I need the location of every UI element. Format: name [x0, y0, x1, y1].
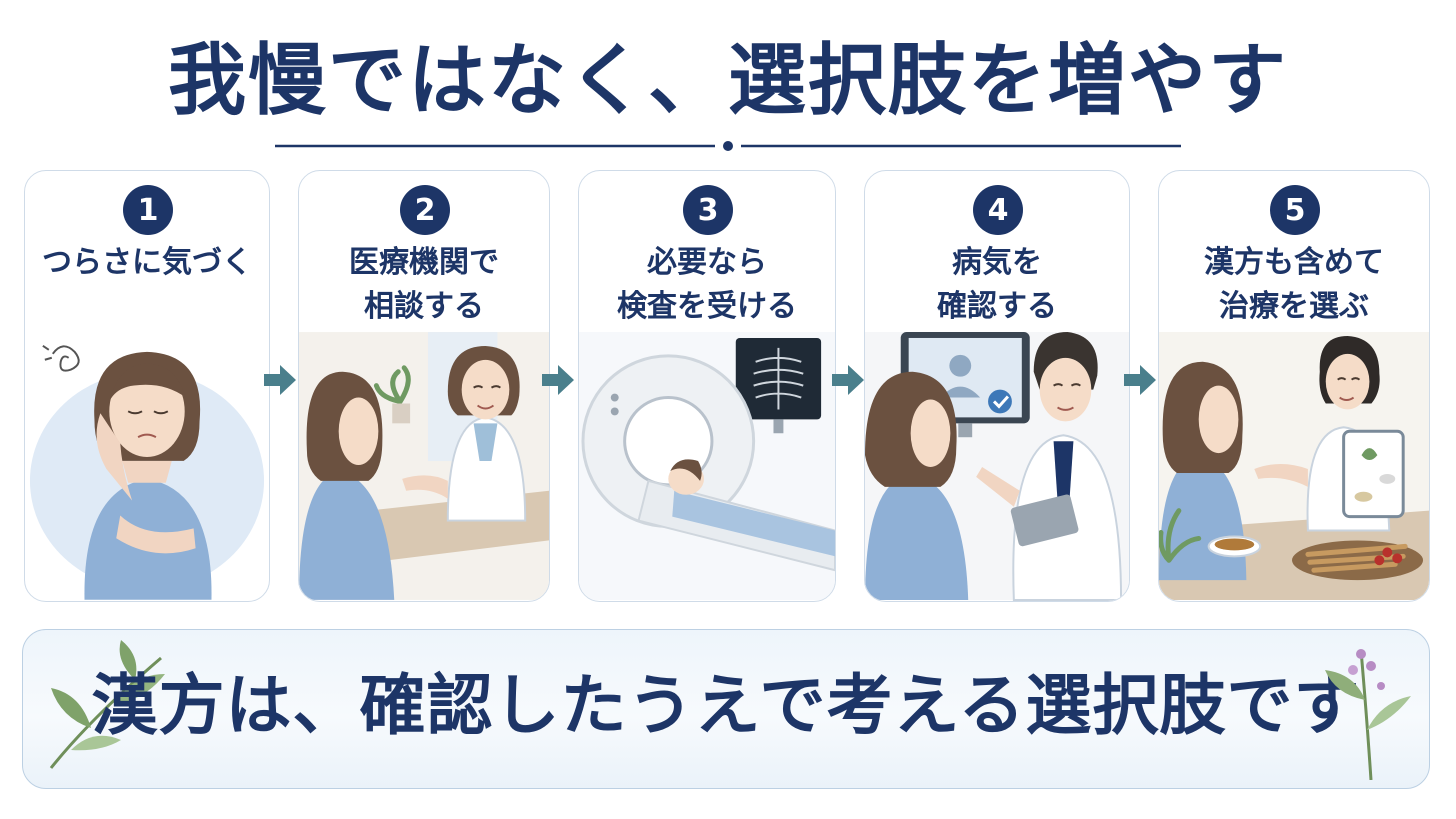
step-badge-5: 5 — [1270, 185, 1320, 235]
tablet-herb-chart — [1342, 429, 1405, 519]
step-badge-1: 1 — [123, 185, 173, 235]
step-card-5: 5 漢方も含めて 治療を選ぶ — [1158, 170, 1430, 602]
ct-scanner — [581, 354, 756, 529]
herb-leaf-icon — [49, 640, 165, 769]
step-card-4: 4 病気を 確認する — [864, 170, 1130, 602]
step-label-4: 病気を 確認する — [865, 241, 1129, 329]
step-label-1: つらさに気づく — [25, 241, 269, 285]
step-4-illustration — [865, 332, 1129, 601]
step-card-1: 1 つらさに気づく — [24, 170, 270, 602]
arrow-right-icon — [542, 365, 574, 395]
step-label-3-line-1: 必要なら — [647, 245, 767, 280]
banner-text: 漢方は、確認したうえで考える選択肢です — [91, 666, 1361, 744]
step-label-4-line-1: 病気を — [952, 245, 1042, 280]
step-badge-4: 4 — [973, 185, 1023, 235]
step-label-4-line-2: 確認する — [937, 289, 1057, 324]
arrow-right-icon — [832, 365, 864, 395]
step-label-2: 医療機関で 相談する — [299, 241, 549, 329]
step-badge-2: 2 — [400, 185, 450, 235]
step-label-2-line-2: 相談する — [364, 289, 484, 324]
herb-leaf-icon — [1159, 508, 1202, 563]
xray-monitor — [735, 338, 822, 434]
herb-leaf-icon — [1325, 649, 1411, 780]
step-label-5: 漢方も含めて 治療を選ぶ — [1159, 241, 1429, 329]
step-label-2-line-1: 医療機関で — [349, 245, 499, 280]
step-label-3-line-2: 検査を受ける — [617, 289, 797, 324]
dizzy-swirl-icon — [42, 345, 80, 372]
summary-banner: 漢方は、確認したうえで考える選択肢です — [22, 629, 1430, 789]
step-card-2: 2 医療機関で 相談する — [298, 170, 550, 602]
plant-decoration — [373, 365, 411, 424]
step-label-5-line-2: 治療を選ぶ — [1219, 289, 1369, 324]
page-title: 我慢ではなく、選択肢を増やす — [167, 35, 1288, 126]
step-1-illustration — [29, 345, 265, 600]
step-label-1-line-1: つらさに気づく — [42, 245, 252, 280]
step-card-3: 3 必要なら 検査を受ける — [578, 170, 836, 602]
arrow-right-icon — [1124, 365, 1156, 395]
step-label-5-line-1: 漢方も含めて — [1204, 245, 1384, 280]
step-label-3: 必要なら 検査を受ける — [579, 241, 835, 329]
check-icon — [988, 389, 1012, 414]
step-5-illustration — [1159, 331, 1429, 601]
step-badge-3: 3 — [683, 185, 733, 235]
arrow-right-icon — [264, 365, 296, 395]
step-3-illustration — [579, 332, 835, 600]
title-divider — [275, 141, 1181, 151]
step-2-illustration — [299, 332, 549, 600]
